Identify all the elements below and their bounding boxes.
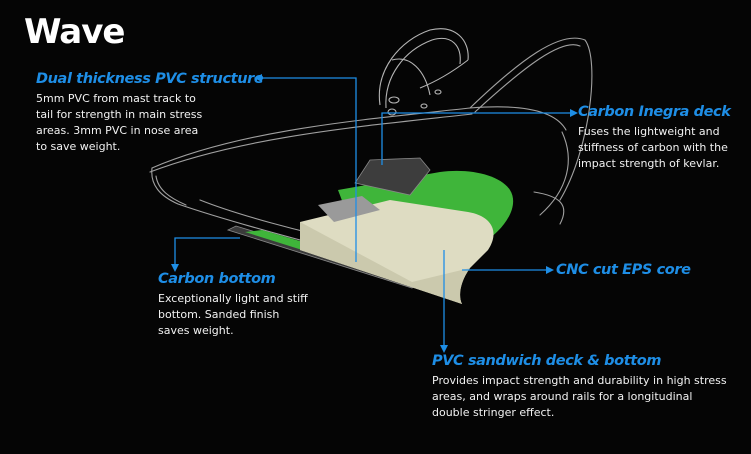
callout-heading: PVC sandwich deck & bottom bbox=[432, 353, 662, 369]
leader-arrowheads bbox=[171, 74, 578, 353]
callout-heading: Dual thickness PVC structure bbox=[36, 71, 264, 87]
callout-heading: Carbon bottom bbox=[158, 271, 276, 287]
carbon-deck-patch bbox=[354, 157, 431, 196]
callout-eps-core: CNC cut EPS core bbox=[556, 262, 746, 282]
callout-body: Exceptionally light and stiff bottom. Sa… bbox=[158, 292, 308, 337]
gray-pvc-insert bbox=[318, 196, 380, 222]
eps-core-front bbox=[300, 222, 470, 304]
board-sketch bbox=[149, 37, 593, 249]
callout-pvc-sandwich: PVC sandwich deck & bottom Provides impa… bbox=[432, 353, 732, 421]
callout-carbon-deck: Carbon Inegra deck Fuses the lightweight… bbox=[578, 104, 746, 172]
callout-heading: CNC cut EPS core bbox=[556, 262, 691, 278]
callout-body: Fuses the lightweight and stiffness of c… bbox=[578, 125, 728, 170]
diagram-title: Wave bbox=[24, 12, 125, 52]
leader-lines bbox=[174, 77, 570, 345]
callout-pvc-structure: Dual thickness PVC structure 5mm PVC fro… bbox=[36, 71, 266, 155]
callout-body: 5mm PVC from mast track to tail for stre… bbox=[36, 92, 203, 153]
footstrap-sketch bbox=[378, 28, 469, 116]
callout-heading: Carbon Inegra deck bbox=[578, 104, 731, 120]
callout-body: Provides impact strength and durability … bbox=[432, 374, 727, 419]
callout-carbon-bottom: Carbon bottom Exceptionally light and st… bbox=[158, 271, 308, 339]
